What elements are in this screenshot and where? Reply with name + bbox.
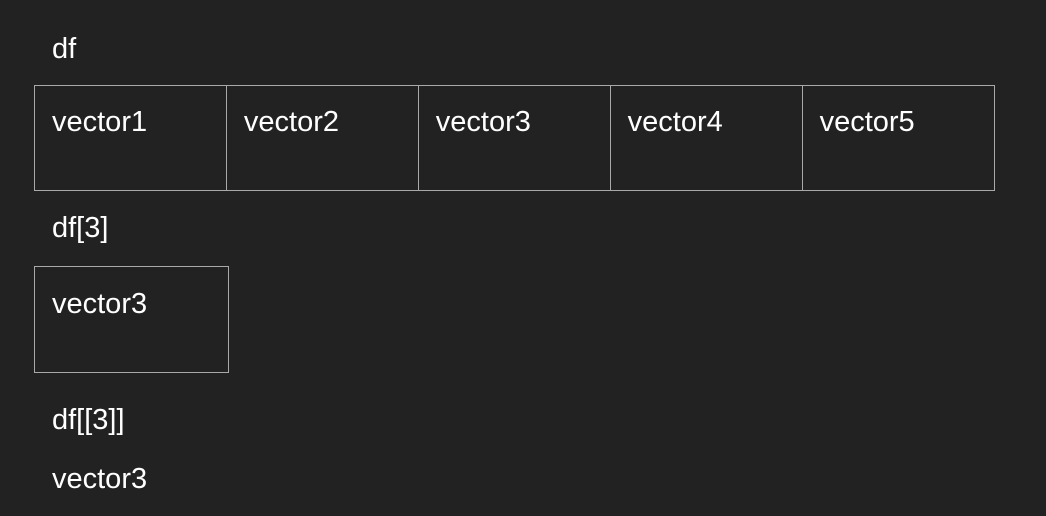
df-single-bracket-label: df[3]	[52, 212, 109, 244]
df-single-bracket-cell: vector3	[34, 266, 229, 373]
df-double-bracket-label: df[[3]]	[52, 404, 125, 436]
df-double-bracket-value: vector3	[52, 463, 148, 495]
df-cell-vector2: vector2	[225, 85, 420, 191]
df-cell-vector4: vector4	[609, 85, 804, 191]
df-cell-vector1: vector1	[34, 85, 228, 191]
df-cell-vector5: vector5	[801, 85, 995, 191]
df-row: vector1 vector2 vector3 vector4 vector5	[34, 85, 1001, 191]
df-label: df	[52, 33, 77, 65]
df-cell-vector3: vector3	[417, 85, 612, 191]
